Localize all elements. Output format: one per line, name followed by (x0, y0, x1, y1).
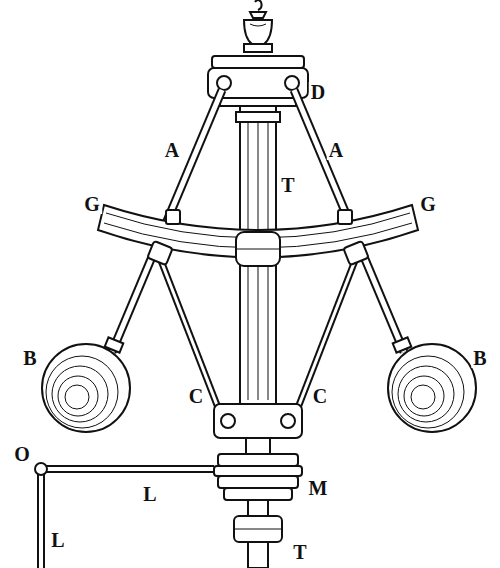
part-letter: B (21, 348, 38, 368)
part-letter: L (49, 530, 66, 550)
part-letter: D (309, 82, 327, 102)
part-letter: G (418, 194, 438, 214)
part-letter: T (279, 175, 296, 195)
part-letter: C (187, 386, 205, 406)
part-letter: L (141, 484, 158, 504)
part-letter: T (291, 542, 308, 562)
part-letter: A (163, 140, 181, 160)
part-letter: B (471, 348, 488, 368)
part-letter: A (327, 140, 345, 160)
part-letter: M (307, 478, 330, 498)
part-letter: O (12, 444, 32, 464)
part-letter: C (311, 386, 329, 406)
part-letter: G (82, 194, 102, 214)
